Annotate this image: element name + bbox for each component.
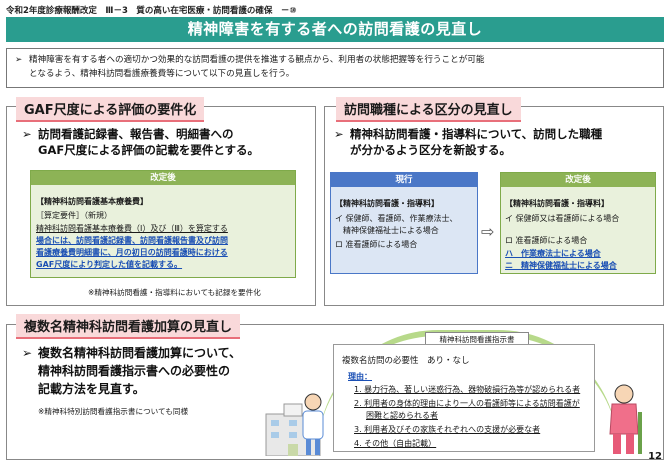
multi-bullet-line-2: 精神科訪問看護指示書への必要性の [38, 364, 231, 378]
gaf-text-2: 場合には、訪問看護記録書、訪問看護報告書及び訪問 [36, 236, 228, 245]
page-title: 精神障害を有する者への訪問看護の見直し [6, 17, 664, 42]
sheet-reason-2: 2. 利用者の身体的理由により一人の看護師等による訪問看護が [354, 399, 580, 408]
gaf-item-title: 【精神科訪問看護基本療養費】 [36, 197, 148, 206]
occupation-bullet: ➢ 精神科訪問看護・指導料について、訪問した職種 が分かるよう区分を新設する。 [334, 126, 603, 158]
now-item-2: 精神保健福祉士による場合 [335, 226, 439, 235]
intro-box: ➢ 精神障害を有する者への適切かつ効果的な訪問看護の提供を推進する観点から、利用… [6, 48, 664, 88]
multi-note: ※精神科特別訪問看護指示書についても同様 [38, 407, 189, 416]
gaf-text-3: 看護療養費明細書に、月の初日の訪問看護時における [36, 248, 228, 257]
sheet-reason-1: 1. 暴力行為、著しい迷惑行為、器物破損行為等が認められる者 [354, 385, 581, 394]
intro-line-1: 精神障害を有する者への適切かつ効果的な訪問看護の提供を推進する観点から、利用者の… [29, 55, 485, 65]
after-item-4: ニ 精神保健福祉士による場合 [505, 261, 617, 270]
gaf-bullet-line-2: GAF尺度による評価の記載を要件とする。 [38, 143, 260, 157]
sheet-reason-4: 4. その他（自由記載） [354, 439, 437, 448]
gaf-text-4: GAF尺度により判定した値を記載する。 [36, 260, 183, 269]
sheet-reason-3: 3. 利用者及びその家族それぞれへの支援が必要な者 [354, 425, 541, 434]
sheet-reason: 理由： [348, 372, 372, 381]
gaf-req: ［算定要件］（新規） [36, 211, 112, 220]
nurse-illustration [302, 393, 324, 455]
gaf-bullet-line-1: 訪問看護記録書、報告書、明細書への [38, 127, 234, 141]
chevron-right-icon: ➢ [334, 127, 344, 141]
page-number: 12 [648, 451, 662, 462]
multi-bullet-line-3: 記載方法を見直す。 [38, 382, 145, 396]
multi-panel-title: 複数名精神科訪問看護加算の見直し [16, 314, 241, 339]
chevron-right-icon: ➢ [15, 55, 23, 65]
now-item-title: 【精神科訪問看護・指導料】 [335, 199, 439, 208]
occupation-panel-title: 訪問職種による区分の見直し [336, 97, 521, 122]
chevron-right-icon: ➢ [22, 127, 32, 141]
occupation-after-box: 改定後 [500, 172, 656, 274]
now-item-3: ロ 准看護師による場合 [335, 240, 418, 249]
occupation-now-box: 現行 [330, 172, 478, 274]
after-item-2: ロ 准看護師による場合 [505, 236, 588, 245]
gaf-note: ※精神科訪問看護・指導料においても記録を要件化 [88, 288, 261, 297]
arrow-right-icon: ⇨ [481, 222, 495, 241]
now-item-1: イ 保健師、看護師、作業療法士、 [335, 214, 458, 223]
gaf-panel-title: GAF尺度による評価の要件化 [16, 97, 205, 122]
intro-line-2: となるよう、精神科訪問看護療養費等について以下の見直しを行う。 [29, 69, 295, 79]
occupation-after-label: 改定後 [501, 173, 655, 187]
occupation-now-label: 現行 [331, 173, 477, 187]
chevron-right-icon: ➢ [22, 346, 33, 360]
after-item-1: イ 保健師又は看護師による場合 [505, 214, 620, 223]
occupation-bullet-line-1: 精神科訪問看護・指導料について、訪問した職種 [350, 127, 603, 141]
sheet-reason-2b: 困難と認められる者 [366, 411, 438, 420]
instruction-sheet [333, 344, 595, 452]
patient-illustration [609, 384, 642, 454]
sheet-need: 複数名訪問の必要性 あり・なし [342, 356, 470, 366]
after-item-3: ハ 作業療法士による場合 [505, 249, 601, 258]
gaf-after-box: 改定後 [30, 170, 296, 278]
multi-bullet-line-1: 複数名精神科訪問看護加算について、 [38, 346, 242, 360]
gaf-bullet: ➢ 訪問看護記録書、報告書、明細書への GAF尺度による評価の記載を要件とする。 [22, 126, 260, 158]
breadcrumb: 令和2年度診療報酬改定 Ⅲ－3 質の高い在宅医療・訪問看護の確保 －⑩ [6, 6, 297, 16]
occupation-bullet-line-2: が分かるよう区分を新設する。 [350, 143, 511, 157]
multi-bullet: ➢ 複数名精神科訪問看護加算について、 精神科訪問看護指示書への必要性の 記載方… [22, 344, 242, 398]
after-item-title: 【精神科訪問看護・指導料】 [505, 199, 609, 208]
gaf-text-1: 精神科訪問看護基本療養費（Ⅰ）及び（Ⅲ）を算定する [36, 224, 228, 233]
gaf-after-label: 改定後 [31, 171, 295, 185]
